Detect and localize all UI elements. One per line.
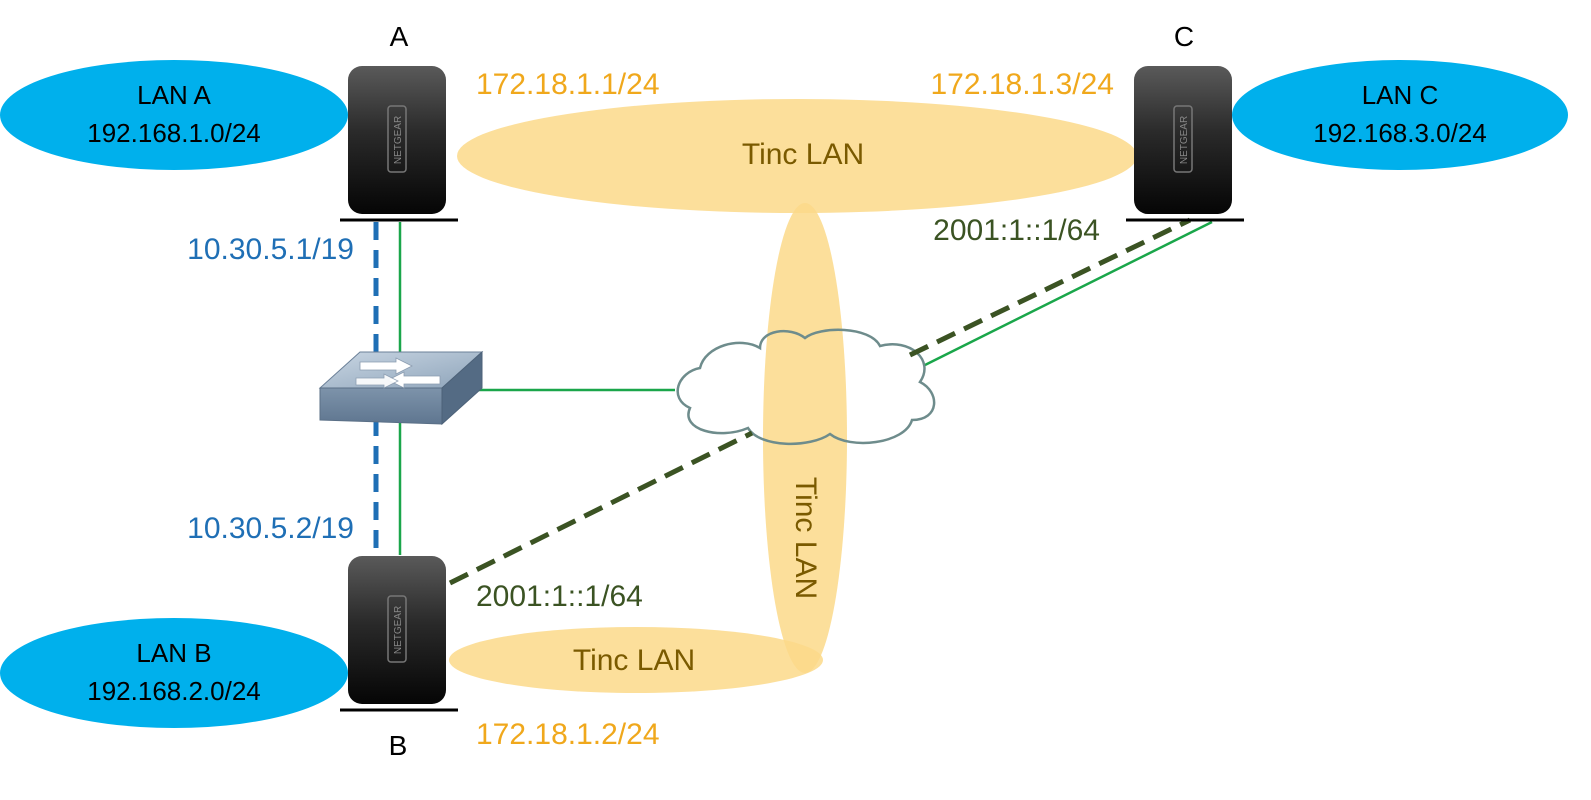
lan-a-name: LAN A: [137, 80, 211, 110]
internet-cloud: [676, 328, 936, 445]
switch-side: [441, 350, 483, 426]
local-ip-b: 10.30.5.2/19: [187, 512, 354, 545]
physical-links: [398, 220, 1213, 555]
tinc-lan-bottom-ellipse: [449, 627, 823, 693]
tinc-lan-bottom-label: Tinc LAN: [573, 644, 695, 677]
lan-b: LAN B 192.168.2.0/24: [0, 618, 348, 728]
network-switch: [318, 350, 484, 426]
router-c-logo-plate: [1173, 105, 1193, 173]
ipv6-dashed-links: [448, 217, 1192, 586]
lan-b-name: LAN B: [136, 638, 211, 668]
ipv6-ip-b: 2001:1::1/64: [476, 580, 643, 613]
router-c-label: C: [1174, 21, 1194, 52]
tinc-ip-b: 172.18.1.2/24: [476, 718, 660, 751]
lan-b-ellipse: [0, 618, 348, 728]
router-b-label: B: [389, 730, 408, 761]
lan-c: LAN C 192.168.3.0/24: [1232, 60, 1568, 170]
wire-cloud-router-c: [924, 220, 1213, 367]
router-b: NETGEAR: [340, 556, 458, 712]
tinc-lan-top-label: Tinc LAN: [742, 138, 864, 171]
tinc-ip-a: 172.18.1.1/24: [476, 68, 660, 101]
ipv6-dash-cloud-router-c: [908, 217, 1192, 358]
lan-a-subnet: 192.168.1.0/24: [87, 118, 261, 148]
router-a: NETGEAR: [340, 66, 458, 222]
router-c-brand: NETGEAR: [1179, 116, 1190, 164]
tinc-ip-c: 172.18.1.3/24: [930, 68, 1114, 101]
router-a-label: A: [390, 21, 409, 52]
ipv6-dash-router-b-cloud: [448, 430, 754, 586]
tinc-lan-top-ellipse: [457, 99, 1137, 213]
router-a-body: [348, 66, 446, 214]
lan-c-name: LAN C: [1362, 80, 1439, 110]
lan-a-ellipse: [0, 60, 348, 170]
lan-c-subnet: 192.168.3.0/24: [1313, 118, 1487, 148]
tinc-overlays: [449, 99, 1137, 693]
router-c-body: [1134, 66, 1232, 214]
local-ip-a: 10.30.5.1/19: [187, 233, 354, 266]
router-a-brand: NETGEAR: [393, 116, 404, 164]
router-c: NETGEAR: [1126, 66, 1244, 222]
tinc-lan-vertical-ellipse: [763, 203, 847, 673]
router-b-brand: NETGEAR: [393, 606, 404, 654]
switch-arrows-icon: [355, 357, 441, 389]
lan-a: LAN A 192.168.1.0/24: [0, 60, 348, 170]
ipv6-ip-c: 2001:1::1/64: [933, 214, 1100, 247]
lan-b-subnet: 192.168.2.0/24: [87, 676, 261, 706]
lan-c-ellipse: [1232, 60, 1568, 170]
router-a-logo-plate: [387, 105, 407, 173]
router-b-body: [348, 556, 446, 704]
router-b-logo-plate: [387, 595, 407, 663]
tinc-lan-vertical-label: Tinc LAN: [789, 477, 822, 599]
cloud-shape: [676, 328, 936, 445]
switch-front: [319, 387, 443, 425]
